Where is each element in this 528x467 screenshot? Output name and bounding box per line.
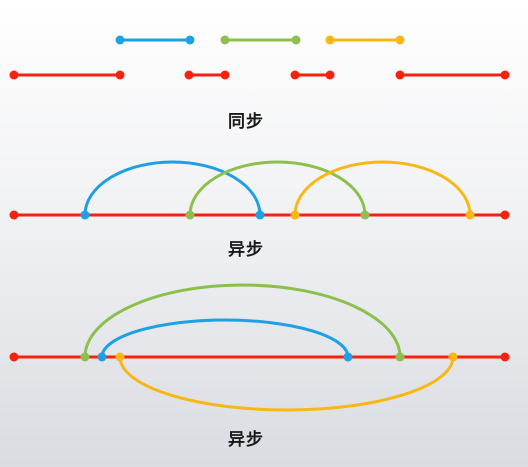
sync-timeline-segment-1-start-dot xyxy=(9,70,19,80)
async1-arc-orange xyxy=(293,160,472,216)
async1-timeline-end-dot xyxy=(500,210,510,220)
async1-orange-start-dot xyxy=(290,210,300,220)
async1-green-start-dot xyxy=(185,210,195,220)
async1-timeline-start-dot xyxy=(9,210,19,220)
sync-timeline-segment-3-end-dot xyxy=(325,70,335,80)
async2-blue-end-dot xyxy=(343,352,353,362)
async1-blue-start-dot xyxy=(80,210,90,220)
sync-timeline-segment-3-start-dot xyxy=(290,70,300,80)
sync-timeline-segment-4-end-dot xyxy=(500,70,510,80)
caption-async-2: 异步 xyxy=(228,430,264,450)
sync-task-blue-end-dot xyxy=(185,35,195,45)
async1-arc-green xyxy=(188,160,367,216)
async2-green-end-dot xyxy=(395,352,405,362)
sync-task-green-end-dot xyxy=(291,35,301,45)
caption-sync: 同步 xyxy=(228,112,264,132)
async1-green-end-dot xyxy=(360,210,370,220)
sync-task-orange-end-dot xyxy=(395,35,405,45)
sync-timeline-segment-2-end-dot xyxy=(220,70,230,80)
async2-arc-blue xyxy=(100,318,350,358)
async2-blue-start-dot xyxy=(97,352,107,362)
sync-timeline-segment-2-start-dot xyxy=(184,70,194,80)
async2-arc-green xyxy=(83,283,402,358)
sync-timeline-segment-1-end-dot xyxy=(115,70,125,80)
sync-task-blue-start-dot xyxy=(115,35,125,45)
async2-timeline-start-dot xyxy=(9,352,19,362)
async1-arc-blue xyxy=(83,160,262,216)
sync-task-orange-start-dot xyxy=(325,35,335,45)
async2-orange-end-dot xyxy=(448,352,458,362)
sync-timeline-segment-4-start-dot xyxy=(395,70,405,80)
caption-async-1: 异步 xyxy=(228,240,264,260)
async2-arc-orange xyxy=(118,356,455,412)
async1-orange-end-dot xyxy=(465,210,475,220)
async2-orange-start-dot xyxy=(115,352,125,362)
async2-timeline-end-dot xyxy=(500,352,510,362)
async2-green-start-dot xyxy=(80,352,90,362)
async1-blue-end-dot xyxy=(255,210,265,220)
sync-task-green-start-dot xyxy=(220,35,230,45)
